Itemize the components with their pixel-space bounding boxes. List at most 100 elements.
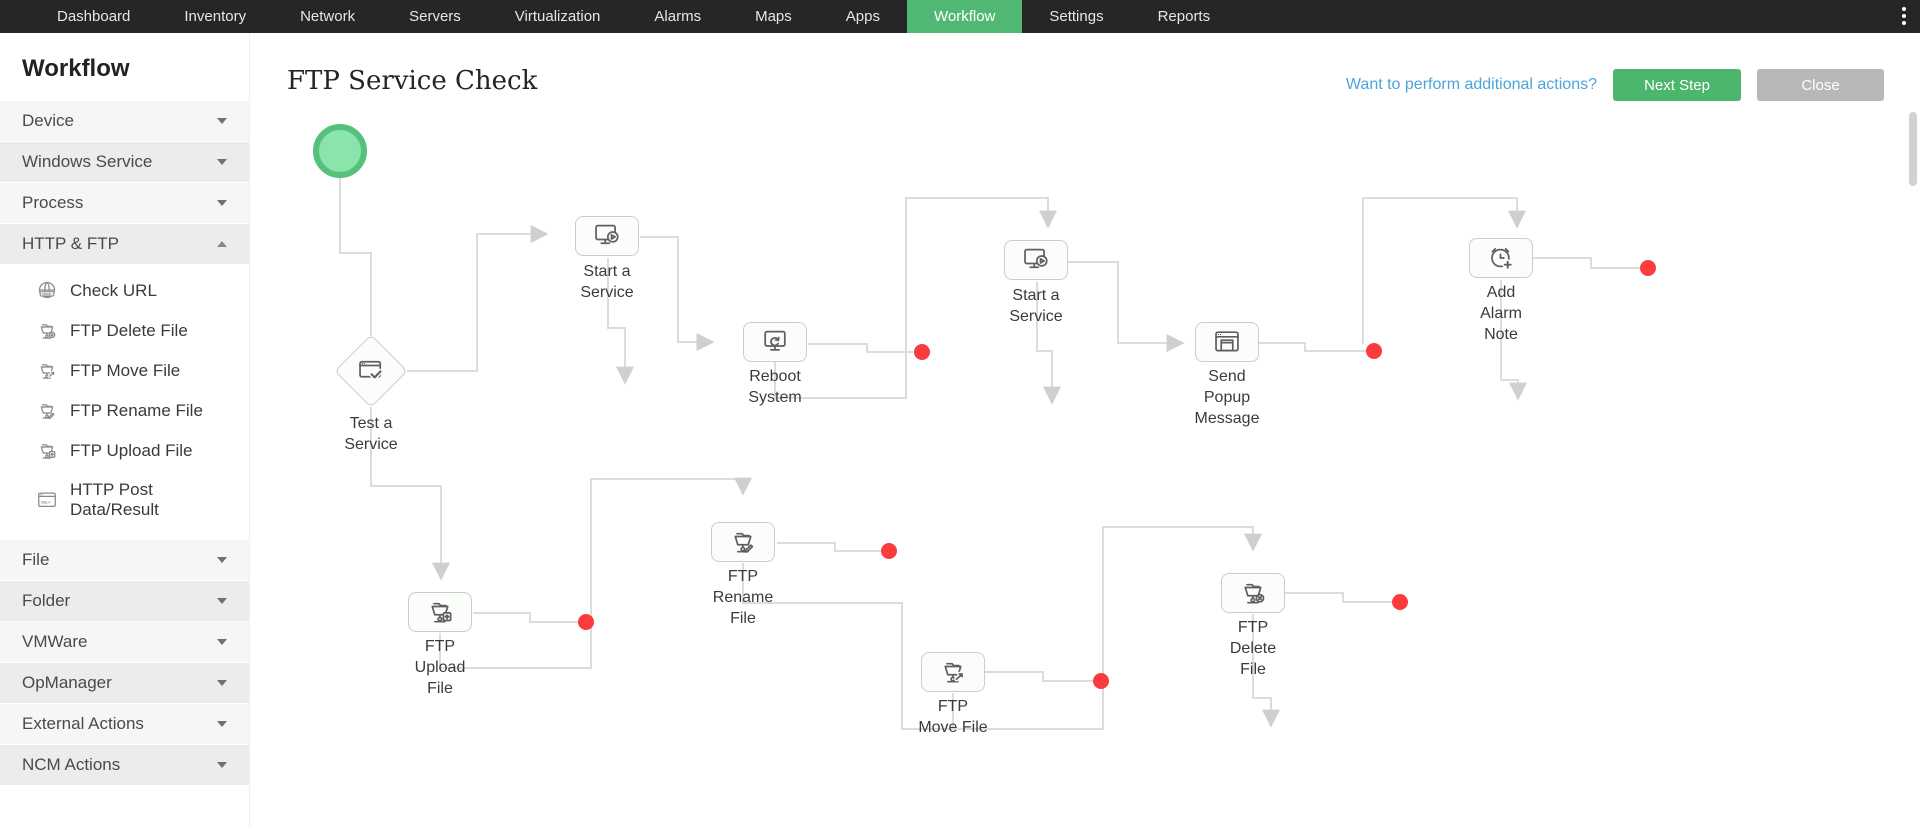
sidebar-title: Workflow	[22, 55, 130, 82]
group-label: Device	[22, 111, 74, 130]
nav-item-workflow[interactable]: Workflow	[906, 0, 1023, 33]
ftp-folder-move-icon	[40, 364, 56, 379]
connector	[407, 225, 549, 372]
connector	[1036, 282, 1061, 405]
node-label-ftp-move-file: FTP Move File	[918, 698, 988, 736]
node-label-test-a-service: Test a Service	[344, 415, 398, 453]
group-label: File	[22, 549, 50, 569]
nav-item-maps[interactable]: Maps	[755, 8, 792, 25]
node-ftp-delete-file[interactable]	[1221, 573, 1285, 613]
connector	[774, 197, 1057, 399]
group-label: VMWare	[22, 631, 88, 651]
connector	[1500, 280, 1527, 401]
header-actions: Want to perform additional actions? Next…	[1346, 69, 1884, 101]
nav-item-virtualization[interactable]: Virtualization	[514, 8, 601, 25]
ftp-folder-move-icon	[944, 662, 965, 683]
node-ftp-rename-file[interactable]	[711, 522, 775, 562]
sidebar: Workflow Device Windows Service Process …	[0, 33, 250, 827]
sidebar-group-http-ftp[interactable]: HTTP & FTP	[0, 224, 249, 265]
end-marker-dot[interactable]	[881, 543, 897, 559]
ftp-folder-delete-icon	[40, 324, 56, 339]
sidebar-group-device[interactable]: Device	[0, 101, 249, 142]
sidebar-item-check-url[interactable]: www. Check URL	[0, 271, 249, 311]
http-post-icon: http://	[38, 492, 56, 508]
subitem-label: FTP Move File	[70, 360, 181, 380]
monitor-refresh-icon	[764, 330, 786, 351]
node-label-start-a-service-1: Start a Service	[580, 263, 634, 301]
vertical-scrollbar-thumb[interactable]	[1909, 112, 1917, 186]
nav-item-settings[interactable]: Settings	[1049, 8, 1104, 25]
sidebar-group-windows-service[interactable]: Windows Service	[0, 142, 249, 183]
sidebar-item-ftp-upload-file[interactable]: FTP Upload File	[0, 431, 249, 471]
connector	[439, 477, 752, 669]
nav-item-apps[interactable]: Apps	[845, 8, 880, 25]
sidebar-group-vmware[interactable]: VMWare	[0, 621, 249, 663]
group-label: NCM Actions	[22, 754, 121, 774]
subitem-label: FTP Upload File	[70, 440, 193, 460]
connector	[370, 407, 450, 581]
subitem-label: Check URL	[70, 280, 157, 300]
chevron-down-icon	[217, 720, 227, 727]
node-ftp-upload-file[interactable]	[408, 592, 472, 632]
chevron-down-icon	[217, 679, 227, 686]
end-marker-dot[interactable]	[1093, 673, 1109, 689]
end-markers	[578, 260, 1656, 689]
additional-actions-link[interactable]: Want to perform additional actions?	[1345, 76, 1597, 93]
nav-item-alarms[interactable]: Alarms	[654, 8, 702, 25]
chevron-up-icon	[217, 241, 227, 247]
nav-item-inventory[interactable]: Inventory	[184, 8, 247, 25]
node-add-alarm-note[interactable]	[1469, 238, 1533, 278]
node-label-ftp-upload-file: FTP Upload File	[414, 638, 466, 697]
node-start-a-service-1[interactable]	[575, 216, 639, 256]
node-send-popup-message[interactable]	[1195, 322, 1259, 362]
nav-item-reports[interactable]: Reports	[1157, 8, 1211, 25]
monitor-play-icon	[595, 224, 619, 245]
close-button[interactable]: Close	[1757, 69, 1884, 101]
sidebar-item-ftp-move-file[interactable]: FTP Move File	[0, 351, 249, 391]
ftp-folder-delete-icon	[1244, 583, 1265, 604]
node-label-reboot-system: Reboot System	[748, 368, 802, 406]
connector	[1252, 614, 1280, 728]
connector	[1258, 342, 1366, 352]
nav-item-dashboard[interactable]: Dashboard	[57, 8, 131, 25]
sidebar-group-ncm-actions[interactable]: NCM Actions	[0, 744, 249, 786]
sidebar-item-ftp-rename-file[interactable]: FTP Rename File	[0, 391, 249, 431]
chevron-down-icon	[217, 597, 227, 604]
nav-item-network[interactable]: Network	[300, 8, 356, 25]
node-label-send-popup-message: Send Popup Message	[1194, 368, 1260, 427]
connector	[777, 542, 881, 552]
end-marker-dot[interactable]	[1392, 594, 1408, 610]
node-ftp-move-file[interactable]	[921, 652, 985, 692]
connector	[985, 671, 1093, 682]
node-label-start-a-service-2: Start a Service	[1009, 287, 1063, 325]
sidebar-item-http-post[interactable]: http:// HTTP Post Data/Result	[0, 471, 249, 530]
end-marker-dot[interactable]	[1640, 260, 1656, 276]
nav-item-servers[interactable]: Servers	[409, 8, 461, 25]
chevron-down-icon	[217, 159, 227, 165]
node-start-a-service-2[interactable]	[1004, 240, 1068, 280]
ftp-folder-rename-icon	[734, 532, 754, 553]
sidebar-group-file[interactable]: File	[0, 539, 249, 581]
ftp-folder-rename-icon	[40, 404, 55, 419]
kebab-menu-icon[interactable]	[1900, 5, 1908, 27]
node-reboot-system[interactable]	[743, 322, 807, 362]
group-label: External Actions	[22, 713, 144, 733]
subitem-label: FTP Rename File	[70, 400, 203, 420]
end-marker-dot[interactable]	[914, 344, 930, 360]
node-start[interactable]	[313, 124, 367, 178]
chevron-down-icon	[217, 118, 227, 124]
chevron-down-icon	[217, 638, 227, 645]
next-step-button[interactable]: Next Step	[1613, 69, 1741, 101]
sidebar-group-folder[interactable]: Folder	[0, 580, 249, 622]
subitem-label: HTTP Post Data/Result	[70, 480, 159, 520]
end-marker-dot[interactable]	[578, 614, 594, 630]
http-ftp-sublist: www. Check URL FTP Delete File	[0, 265, 249, 540]
sidebar-group-process[interactable]: Process	[0, 183, 249, 224]
sidebar-item-ftp-delete-file[interactable]: FTP Delete File	[0, 311, 249, 351]
page-title: FTP Service Check	[287, 66, 538, 96]
end-marker-dot[interactable]	[1366, 343, 1382, 359]
sidebar-group-external-actions[interactable]: External Actions	[0, 703, 249, 745]
sidebar-group-opmanager[interactable]: OpManager	[0, 662, 249, 704]
subitem-label: FTP Delete File	[70, 320, 188, 340]
